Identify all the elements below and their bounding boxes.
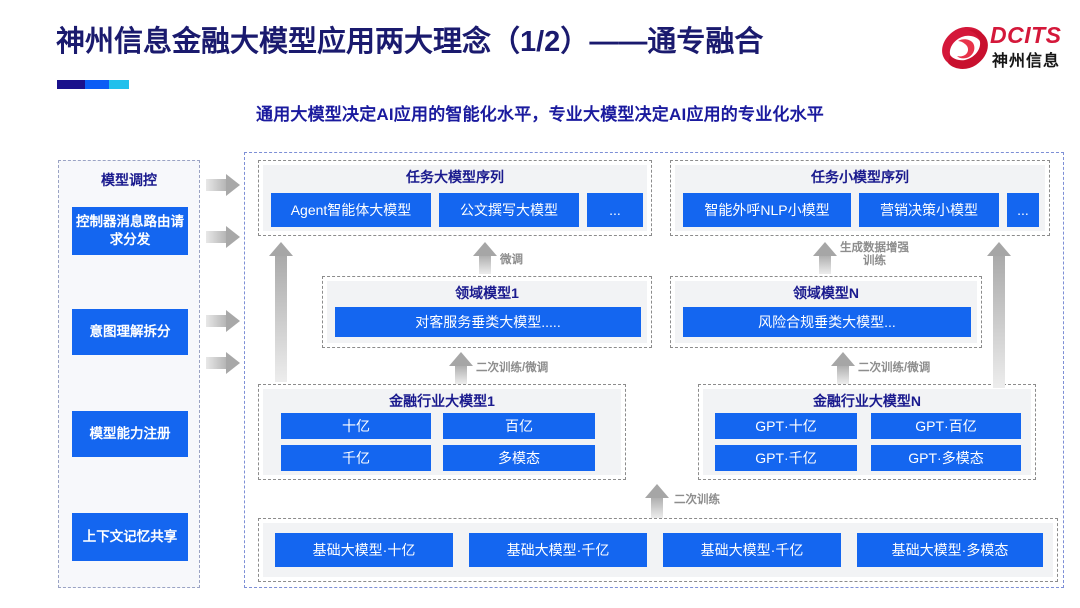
section-domain-n-heading: 领域模型N <box>792 285 860 301</box>
control-item-router[interactable]: 控制器消息路由请求分发 <box>72 207 188 255</box>
arrow-up-icon-base-to-industry <box>644 484 670 518</box>
industry-1-box-3[interactable]: 千亿 <box>281 445 431 471</box>
base-box-4[interactable]: 基础大模型·多模态 <box>857 533 1043 567</box>
task-large-box-2[interactable]: 公文撰写大模型 <box>439 193 579 227</box>
diagram: 模型调控 控制器消息路由请求分发 意图理解拆分 模型能力注册 上下文记忆共享 任… <box>0 146 1080 606</box>
company-logo: DCITS 神州信息 <box>938 20 1066 76</box>
industry-n-box-2[interactable]: GPT·百亿 <box>871 413 1021 439</box>
accent-segment-3 <box>109 80 129 89</box>
arrow-up-icon-industry1-to-task <box>268 242 294 382</box>
base-box-1[interactable]: 基础大模型·十亿 <box>275 533 453 567</box>
arrow-right-icon-1 <box>206 174 240 196</box>
accent-bar <box>57 80 129 89</box>
task-small-box-2[interactable]: 营销决策小模型 <box>859 193 999 227</box>
accent-segment-1 <box>57 80 85 89</box>
control-panel: 模型调控 控制器消息路由请求分发 意图理解拆分 模型能力注册 上下文记忆共享 <box>58 160 200 588</box>
section-industry-n-heading: 金融行业大模型N <box>812 393 922 409</box>
arrow-up-icon-domainn-to-tasksmall <box>812 242 838 274</box>
logo-cn-text: 神州信息 <box>992 53 1061 70</box>
logo-brand-text: DCITS <box>990 22 1062 48</box>
control-item-context[interactable]: 上下文记忆共享 <box>72 513 188 561</box>
industry-1-box-2[interactable]: 百亿 <box>443 413 595 439</box>
section-domain-model-1: 领域模型1 对客服务垂类大模型..... <box>322 276 652 348</box>
base-box-3[interactable]: 基础大模型·千亿 <box>663 533 841 567</box>
section-industry-model-n: 金融行业大模型N GPT·十亿 GPT·百亿 GPT·千亿 GPT·多模态 <box>698 384 1036 480</box>
page-title: 神州信息金融大模型应用两大理念（1/2）——通专融合 <box>56 26 764 58</box>
domain-n-box-1[interactable]: 风险合规垂类大模型... <box>683 307 971 337</box>
control-item-registry[interactable]: 模型能力注册 <box>72 411 188 457</box>
arrow-label-retrain-tune-right: 二次训练/微调 <box>858 362 931 374</box>
industry-1-box-4[interactable]: 多模态 <box>443 445 595 471</box>
arrow-right-icon-2 <box>206 226 240 248</box>
arrow-up-icon-industry1-to-domain1 <box>448 352 474 384</box>
arrow-up-icon-industryn-to-domainn <box>830 352 856 384</box>
task-large-box-3[interactable]: ... <box>587 193 643 227</box>
model-stack-container <box>244 152 1064 588</box>
industry-n-box-1[interactable]: GPT·十亿 <box>715 413 857 439</box>
section-task-large-models: 任务大模型序列 Agent智能体大模型 公文撰写大模型 ... <box>258 160 652 236</box>
section-task-small-models: 任务小模型序列 智能外呼NLP小模型 营销决策小模型 ... <box>670 160 1050 236</box>
section-base-models: 基础大模型·十亿 基础大模型·千亿 基础大模型·千亿 基础大模型·多模态 <box>258 518 1058 582</box>
industry-1-box-1[interactable]: 十亿 <box>281 413 431 439</box>
control-item-intent[interactable]: 意图理解拆分 <box>72 309 188 355</box>
arrow-label-data-augment: 生成数据增强 训练 <box>840 242 909 268</box>
arrow-right-icon-4 <box>206 352 240 374</box>
task-large-box-1[interactable]: Agent智能体大模型 <box>271 193 431 227</box>
section-industry-model-1: 金融行业大模型1 十亿 百亿 千亿 多模态 <box>258 384 626 480</box>
arrow-right-icon-3 <box>206 310 240 332</box>
control-panel-title: 模型调控 <box>101 172 157 188</box>
arrow-up-icon-domain1-to-task <box>472 242 498 274</box>
section-domain-model-n: 领域模型N 风险合规垂类大模型... <box>670 276 982 348</box>
subtitle: 通用大模型决定AI应用的智能化水平，专业大模型决定AI应用的专业化水平 <box>256 105 824 124</box>
base-box-2[interactable]: 基础大模型·千亿 <box>469 533 647 567</box>
section-task-large-heading: 任务大模型序列 <box>406 169 504 185</box>
industry-n-box-3[interactable]: GPT·千亿 <box>715 445 857 471</box>
arrow-up-icon-industryn-to-tasksmall <box>986 242 1012 388</box>
arrow-label-retrain-tune-left: 二次训练/微调 <box>476 362 549 374</box>
section-domain-1-heading: 领域模型1 <box>455 285 519 301</box>
task-small-box-3[interactable]: ... <box>1007 193 1039 227</box>
arrow-label-fine-tune: 微调 <box>500 254 523 266</box>
section-industry-1-heading: 金融行业大模型1 <box>389 393 495 409</box>
industry-n-box-4[interactable]: GPT·多模态 <box>871 445 1021 471</box>
swirl-icon <box>942 27 988 69</box>
domain-1-box-1[interactable]: 对客服务垂类大模型..... <box>335 307 641 337</box>
section-task-small-heading: 任务小模型序列 <box>811 169 909 185</box>
accent-segment-2 <box>85 80 109 89</box>
arrow-label-retrain: 二次训练 <box>674 494 720 506</box>
task-small-box-1[interactable]: 智能外呼NLP小模型 <box>683 193 851 227</box>
